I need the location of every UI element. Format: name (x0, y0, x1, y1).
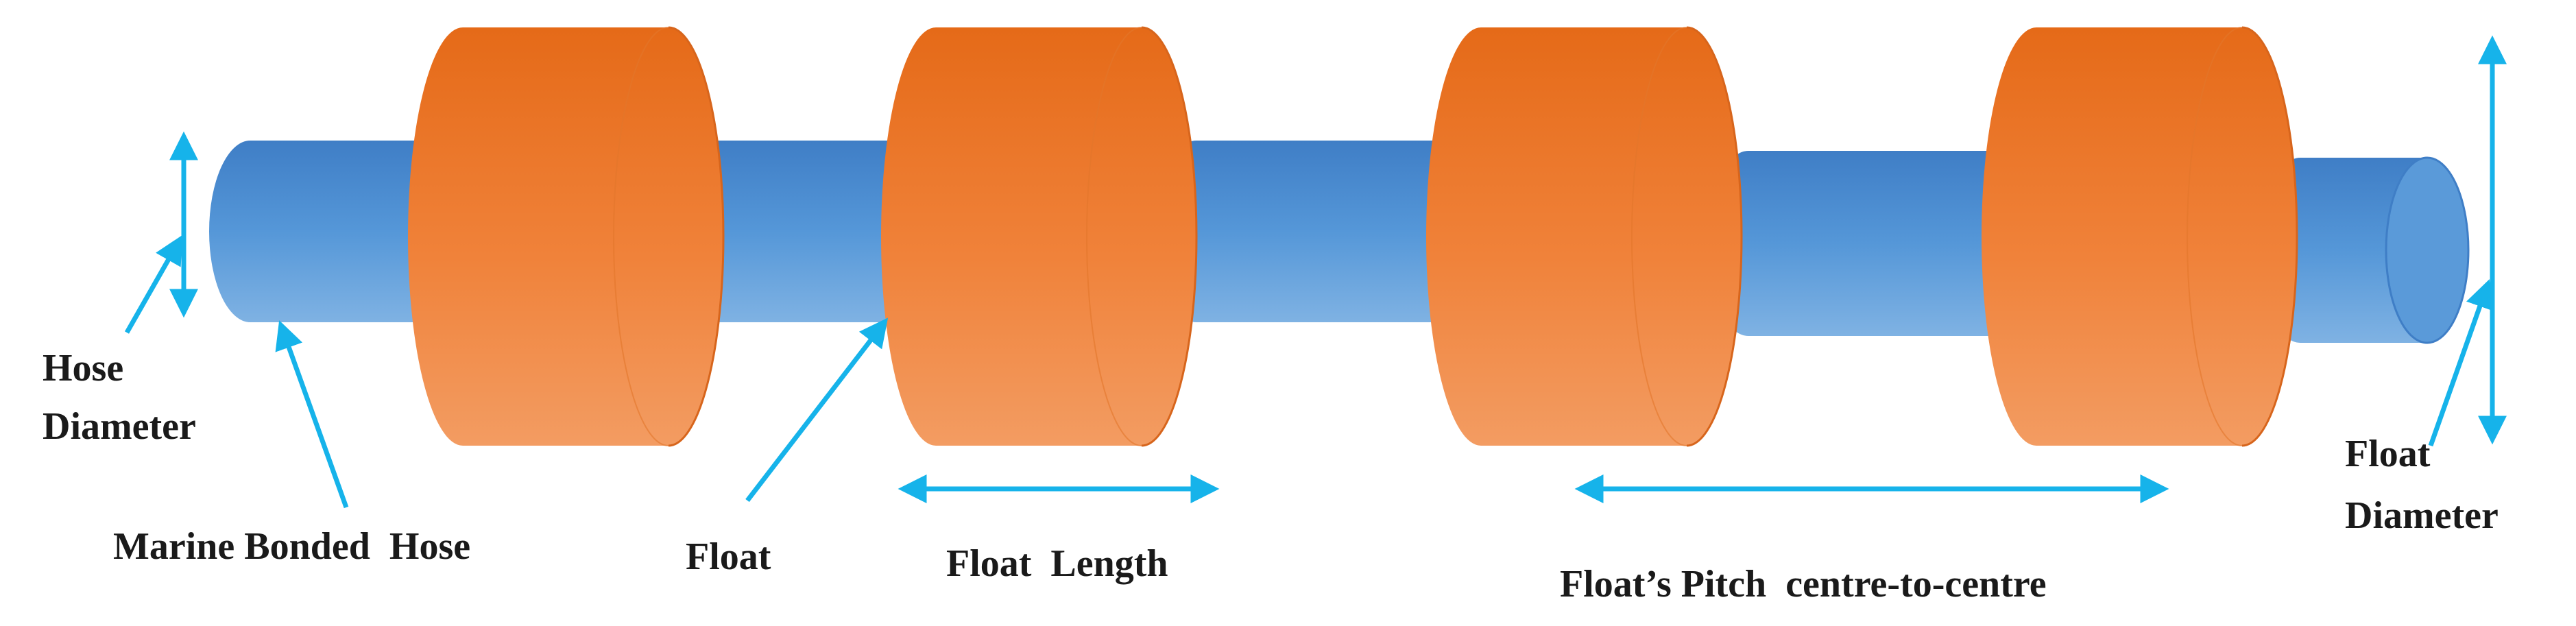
hose-end-face (2386, 158, 2468, 343)
float-diameter-label-line1: Float (2345, 433, 2431, 475)
float-diameter-label-line2: Diameter (2345, 494, 2499, 537)
float-label: Float (686, 535, 771, 578)
float-length-label: Float Length (946, 542, 1168, 585)
float-1 (408, 26, 725, 447)
float-pitch-label: Float’s Pitch centre-to-centre (1560, 563, 2047, 605)
hose-diameter-label-line1: Hose (43, 347, 123, 389)
float-diameter-pointer (2428, 279, 2494, 447)
float-2 (881, 26, 1198, 447)
hose-segment-1 (209, 141, 439, 322)
hose-segment-4 (1707, 151, 2009, 336)
float-3 (1426, 26, 1743, 447)
float-pointer (745, 317, 889, 503)
hose-diameter-pointer (124, 234, 183, 334)
marine-bonded-hose-label: Marine Bonded Hose (113, 525, 470, 568)
hose-segment-3 (1155, 141, 1454, 322)
hose-diameter-label-line2: Diameter (43, 405, 196, 448)
marine-hose-pointer (275, 320, 349, 509)
hose-segment-5 (2259, 156, 2470, 344)
float-4 (1982, 26, 2298, 447)
